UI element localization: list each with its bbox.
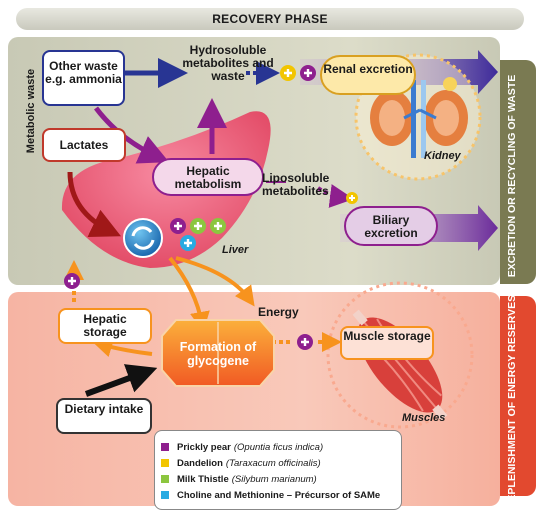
legend-name: Choline and Methionine – Précursor of SA…: [177, 489, 381, 501]
replenishment-side-label: REPLENISHMENT OF ENERGY RESERVES: [506, 294, 518, 510]
muscle-dashed-circle: [326, 281, 474, 429]
hepatic-metabolism-box: Hepatic metabolism: [152, 158, 264, 196]
kidney-label: Kidney: [424, 150, 461, 162]
excretion-side-tab: [500, 60, 536, 284]
liver-to-glycogene-arrow: [168, 256, 210, 332]
lactates-box: Lactates: [42, 128, 126, 162]
legend-scientific-name: (Opuntia ficus indica): [233, 441, 324, 453]
liver-cycle-orb: [123, 218, 163, 258]
legend-row: Prickly pear (Opuntia ficus indica): [161, 439, 395, 455]
legend: Prickly pear (Opuntia ficus indica) Dand…: [154, 430, 402, 510]
liver-to-energy-arrow: [175, 256, 255, 307]
badge-yellow-plus-biliary: [346, 192, 358, 204]
cycle-icon: [131, 226, 155, 250]
legend-name: Dandelion: [177, 457, 223, 469]
glycogene-label: Formation of glycogene: [179, 340, 257, 368]
muscles-label: Muscles: [402, 412, 446, 424]
replenishment-side-tab: [500, 296, 536, 496]
badge-blue-plus-liver: [180, 235, 196, 251]
liposoluble-label: Liposoluble metabolites: [262, 171, 330, 198]
glycogene-to-hepatic-storage-arrow: [92, 337, 153, 358]
phase-title: RECOVERY PHASE: [16, 8, 524, 30]
legend-name: Prickly pear: [177, 441, 231, 453]
legend-row: Choline and Methionine – Précursor of SA…: [161, 487, 395, 503]
renal-excretion-box: Renal excretion: [320, 55, 416, 95]
legend-scientific-name: (Silybum marianum): [231, 473, 317, 485]
glycogene-hexagon: [161, 319, 275, 387]
legend-scientific-name: (Taraxacum officinalis): [225, 457, 321, 469]
legend-swatch: [161, 443, 169, 451]
energy-label: Energy: [258, 305, 299, 319]
liposoluble-to-biliary-arrow: [316, 184, 354, 208]
muscle-storage-box: Muscle storage: [340, 326, 434, 360]
badge-purple-plus-hepatic-storage: [64, 273, 80, 289]
legend-row: Milk Thistle (Silybum marianum): [161, 471, 395, 487]
legend-swatch: [161, 475, 169, 483]
badge-purple-plus-muscle: [297, 334, 313, 350]
hydrosoluble-label: Hydrosoluble metabolites and waste: [182, 43, 274, 83]
badge-yellow-plus-renal: [280, 65, 296, 81]
badge-green-plus-liver-2: [210, 218, 226, 234]
badge-purple-plus-liver: [170, 218, 186, 234]
badge-purple-plus-renal: [300, 65, 316, 81]
legend-name: Milk Thistle: [177, 473, 229, 485]
legend-swatch: [161, 491, 169, 499]
dietary-intake-box: Dietary intake: [56, 398, 152, 434]
metabolic-waste-label: Metabolic waste: [25, 68, 37, 154]
legend-swatch: [161, 459, 169, 467]
legend-row: Dandelion (Taraxacum officinalis): [161, 455, 395, 471]
liver-label: Liver: [222, 244, 249, 256]
hepatic-storage-box: Hepatic storage: [58, 308, 152, 344]
excretion-side-label: EXCRETION OR RECYCLING OF WASTE: [506, 74, 518, 278]
other-waste-box: Other waste e.g. ammonia: [42, 50, 125, 106]
biliary-excretion-box: Biliary excretion: [344, 206, 438, 246]
dietary-to-glycogene-arrow: [84, 364, 158, 397]
badge-green-plus-liver-1: [190, 218, 206, 234]
lactates-to-liver-arrow: [67, 171, 122, 237]
